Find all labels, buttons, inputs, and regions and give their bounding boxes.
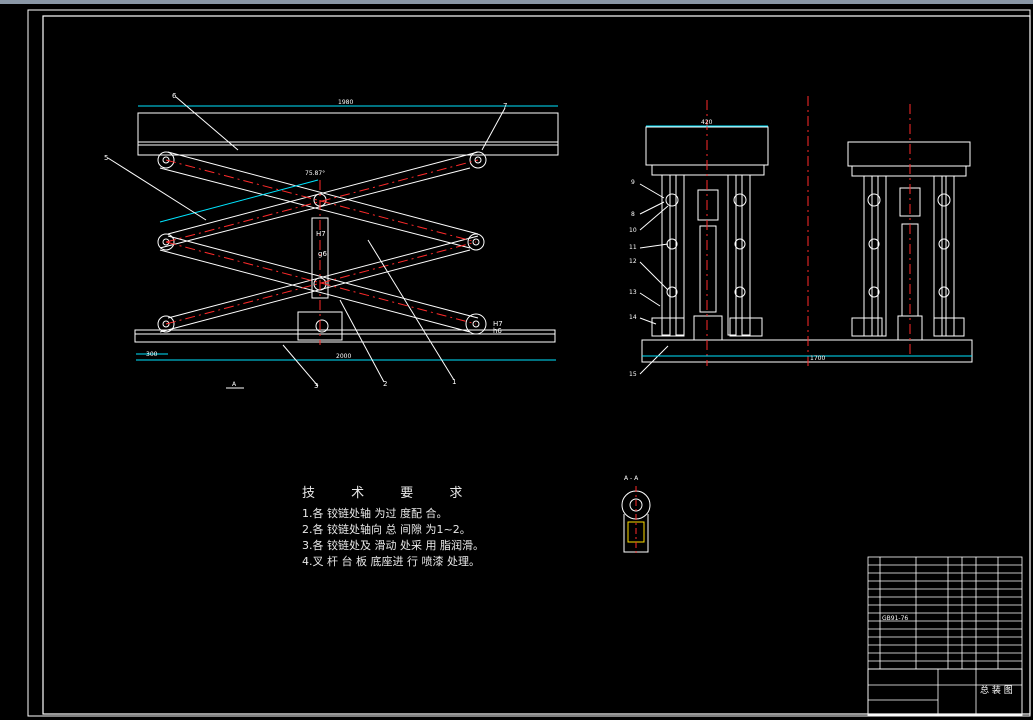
callout-7: 7: [503, 102, 507, 110]
side-centerlines: [706, 96, 911, 370]
top-rail: [137, 144, 559, 156]
front-leaders: [107, 96, 506, 387]
callout-2: 2: [383, 380, 387, 388]
callout-14: 14: [629, 314, 637, 321]
section-label: A - A: [624, 475, 639, 482]
scissor-arms: [159, 151, 479, 333]
sheet-frame: [42, 15, 1031, 715]
tech-notes-title: 技 术 要 求: [302, 486, 479, 501]
fit-top-b: g6: [318, 250, 327, 258]
tech-note-1: 1.各 铰链处轴 为过 度配 合。: [302, 507, 448, 520]
side-cylinder-body: [699, 225, 717, 313]
front-centerlines: [165, 159, 479, 345]
section-a-a: [621, 486, 651, 556]
dim-top-length: 1980: [338, 99, 353, 106]
front-dimensions: [136, 105, 558, 361]
side-view-right: [847, 141, 971, 341]
fit-bottom: H7: [493, 320, 503, 328]
callout-15: 15: [629, 371, 637, 378]
callout-10: 10: [629, 227, 637, 234]
front-view-labels: 6 7 5 3 2 1 1980 2000 300 H7 g6 H7 h6 75…: [104, 92, 507, 390]
front-view: [107, 96, 559, 389]
callout-5: 5: [104, 154, 108, 162]
dim-angle: 75.87°: [305, 170, 325, 177]
tech-note-3: 3.各 铰链处及 滑动 处采 用 脂润滑。: [302, 539, 484, 552]
callout-9: 9: [631, 179, 635, 186]
callout-3: 3: [314, 382, 318, 390]
callout-12: 12: [629, 258, 637, 265]
callout-13: 13: [629, 289, 637, 296]
side-view-labels: 9 8 10 11 12 13 14 15 420 1700: [629, 119, 825, 378]
callout-8: 8: [631, 211, 635, 218]
base-frame: [134, 329, 556, 343]
callout-6: 6: [172, 92, 177, 100]
title-block: [867, 556, 1023, 716]
dim-base-width: 1700: [810, 355, 825, 362]
callout-11: 11: [629, 244, 637, 251]
side-base-plate: [641, 339, 973, 363]
side-view-left: [639, 126, 973, 375]
tech-note-2: 2.各 铰链处轴向 总 间隙 为1~2。: [302, 523, 471, 536]
side-dimensions: [642, 125, 972, 357]
side-cylinder-foot: [693, 315, 723, 341]
fit-bottom-b: h6: [493, 327, 502, 335]
tech-notes: 技 术 要 求 1.各 铰链处轴 为过 度配 合。 2.各 铰链处轴向 总 间隙…: [302, 486, 484, 570]
callout-1: 1: [452, 378, 456, 386]
side-bolts: [651, 193, 763, 337]
view-label-a: A: [232, 381, 237, 388]
side-rods: [661, 174, 751, 336]
dim-width-top: 420: [701, 119, 713, 126]
hydraulic-cylinder: [311, 217, 329, 299]
dim-bottom-length: 2000: [336, 353, 351, 360]
drawing-name: 总 装 图: [980, 684, 1013, 696]
tech-note-4: 4.叉 杆 台 板 底座进 行 喷漆 处理。: [302, 555, 480, 568]
side-leaders: [639, 183, 669, 375]
part-code: GB91-76: [882, 615, 908, 622]
fit-top: H7: [316, 230, 326, 238]
side-cylinder-upper: [697, 189, 719, 221]
dim-left-offset: 300: [146, 351, 158, 358]
